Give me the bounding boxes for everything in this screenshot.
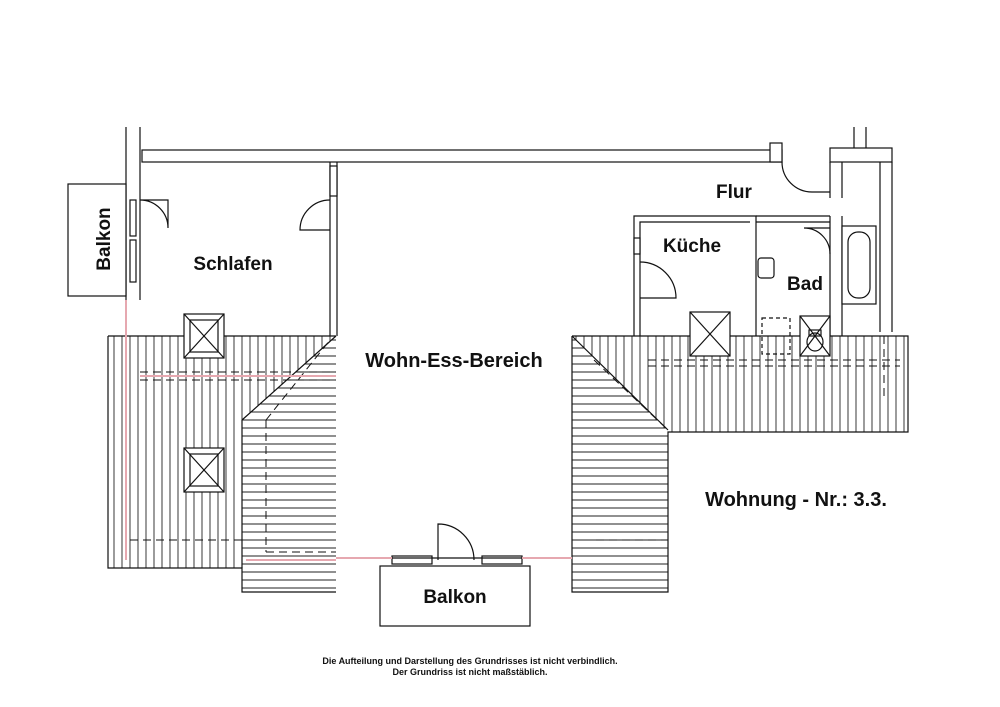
room-label-wohn-ess-bereich: Wohn-Ess-Bereich [365,350,542,372]
room-label-balkon-bottom: Balkon [423,587,486,608]
apartment-label: Wohnung - Nr.: 3.3. [705,489,887,511]
room-label-flur: Flur [716,182,752,203]
room-label-schlafen: Schlafen [193,254,272,275]
room-label-balkon-left: Balkon [94,207,115,270]
disclaimer-line-1: Die Aufteilung und Darstellung des Grund… [322,656,618,666]
disclaimer: Die Aufteilung und Darstellung des Grund… [250,656,690,678]
disclaimer-line-2: Der Grundriss ist nicht maßstäblich. [392,667,548,677]
room-label-bad: Bad [787,274,823,295]
room-label-kueche: Küche [663,236,721,257]
